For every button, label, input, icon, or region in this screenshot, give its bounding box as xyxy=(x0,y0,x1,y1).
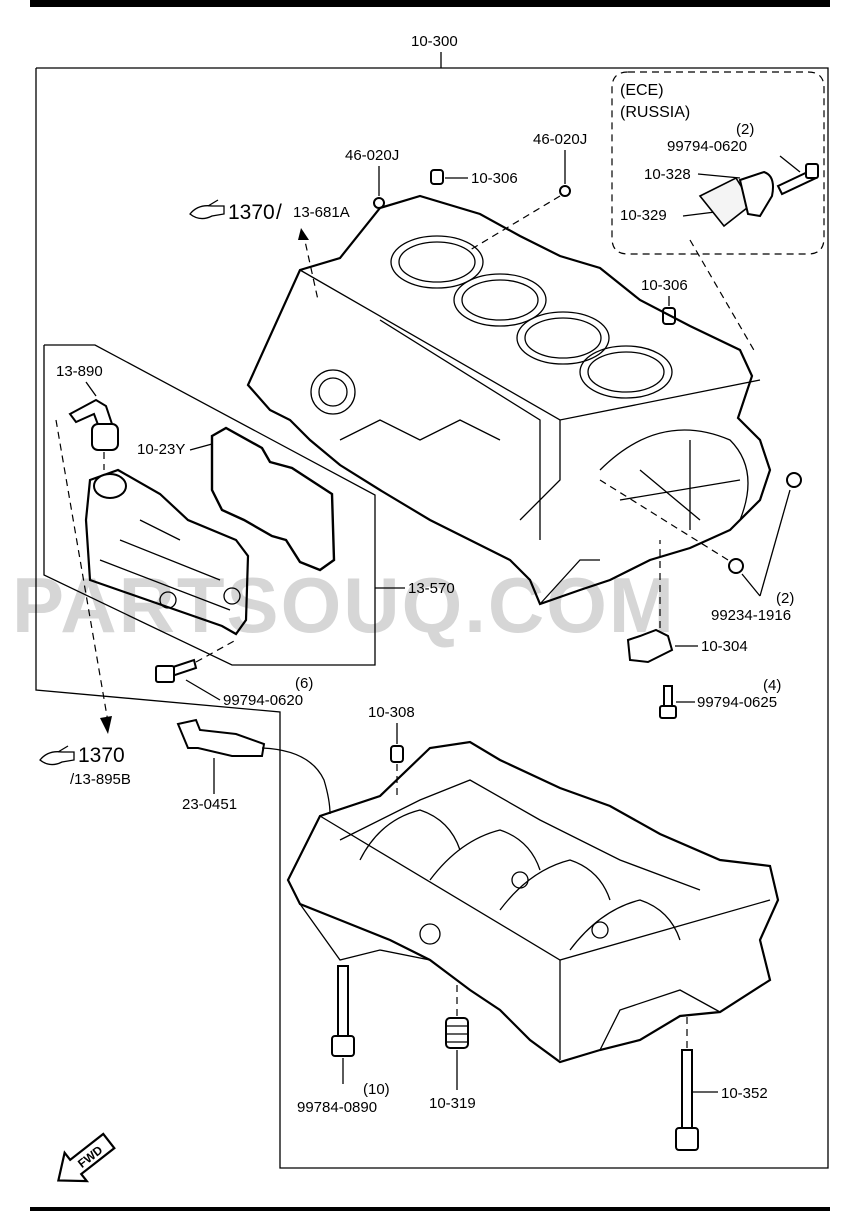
leader-cover-top xyxy=(697,173,741,179)
ece-cover-part xyxy=(698,163,819,228)
arrow-ref-top xyxy=(298,228,309,240)
label-plug: 99234-1916 xyxy=(711,607,791,624)
sensor-part xyxy=(626,628,674,664)
cover-frame xyxy=(43,344,376,666)
arrow-ref-bottom xyxy=(100,716,112,734)
region-label-ece: (ECE) xyxy=(620,82,664,99)
label-plug-lower: 10-319 xyxy=(429,1095,476,1112)
breather-part xyxy=(68,398,119,451)
pin-right-part xyxy=(559,185,571,197)
label-bolt-main: 99784-0890 xyxy=(297,1099,377,1116)
label-dowel-top: 10-306 xyxy=(471,170,518,187)
leader-ece-dash xyxy=(689,239,756,353)
label-bolt-cover: 99794-0620 xyxy=(223,692,303,709)
ref-bottom-code[interactable]: /13-895B xyxy=(70,771,131,788)
cylinder-block-part xyxy=(246,194,772,606)
label-bolt-sensor: 99794-0625 xyxy=(697,694,777,711)
label-pin-right: 46-020J xyxy=(533,131,587,148)
ref-top-code[interactable]: 13-681A xyxy=(293,204,350,221)
label-gasket-top: 10-329 xyxy=(620,207,667,224)
bolt-cover-part xyxy=(155,658,198,683)
label-bolt-top-qty: (2) xyxy=(736,121,754,138)
ref-top-separator: / xyxy=(276,201,282,224)
bolt-lower-part xyxy=(675,1049,699,1151)
dowel-lower-part xyxy=(390,745,404,763)
label-gasket-cover: 10-23Y xyxy=(137,441,185,458)
ref-bottom-number[interactable]: 1370 xyxy=(78,744,125,767)
bolt-sensor-part xyxy=(659,685,677,719)
ref-top-number[interactable]: 1370 xyxy=(228,201,275,224)
label-bolt-main-qty: (10) xyxy=(363,1081,390,1098)
cylinder-head-cover-part xyxy=(84,468,250,636)
label-sensor: 10-304 xyxy=(701,638,748,655)
leader-plug-1 xyxy=(759,489,791,597)
leader-plug-2 xyxy=(741,573,761,597)
plug-part-2 xyxy=(728,558,744,574)
leader-bolt-cover-dash xyxy=(195,639,237,663)
label-bolt-top: 99794-0620 xyxy=(667,138,747,155)
plug-lower-part xyxy=(445,1017,469,1049)
label-bolt-sensor-qty: (4) xyxy=(763,677,781,694)
leader-bolt-top xyxy=(779,155,801,173)
label-pin-left: 46-020J xyxy=(345,147,399,164)
fwd-arrow-icon: FWD xyxy=(56,1132,116,1183)
leader-gasket-cover xyxy=(189,443,213,451)
label-breather: 13-890 xyxy=(56,363,103,380)
dowel-top-part xyxy=(430,169,444,185)
leader-gasket-top xyxy=(682,211,716,217)
region-label-russia: (RUSSIA) xyxy=(620,104,690,121)
assembly-frame xyxy=(35,67,829,1169)
label-sealant: 23-0451 xyxy=(182,796,237,813)
sealant-tube-part xyxy=(176,718,331,815)
label-bolt-lower: 10-352 xyxy=(721,1085,768,1102)
label-dowel-mid: 10-306 xyxy=(641,277,688,294)
lower-block-part xyxy=(286,740,780,1064)
label-plug-qty: (2) xyxy=(776,590,794,607)
label-assembly: 10-300 xyxy=(411,33,458,50)
hand-pointer-icon[interactable] xyxy=(39,745,75,766)
leader-breather xyxy=(85,381,97,397)
label-cover-assy: 13-570 xyxy=(408,580,455,597)
watermark: PARTSOUQ.COM xyxy=(12,561,676,649)
region-box xyxy=(611,71,825,255)
leader-pin-right-dash xyxy=(469,195,561,251)
label-bolt-cover-qty: (6) xyxy=(295,675,313,692)
bolt-main-part xyxy=(331,965,355,1057)
hand-pointer-icon[interactable] xyxy=(189,199,225,220)
label-cover-top: 10-328 xyxy=(644,166,691,183)
top-rule xyxy=(30,0,830,7)
cover-gasket-part xyxy=(210,426,336,572)
leader-bolt-cover xyxy=(185,679,221,701)
bottom-rule xyxy=(30,1207,830,1211)
leader-plug-dash xyxy=(599,479,729,561)
plug-part-1 xyxy=(786,472,802,488)
label-dowel-lower: 10-308 xyxy=(368,704,415,721)
leader-ref-bottom xyxy=(55,419,109,723)
